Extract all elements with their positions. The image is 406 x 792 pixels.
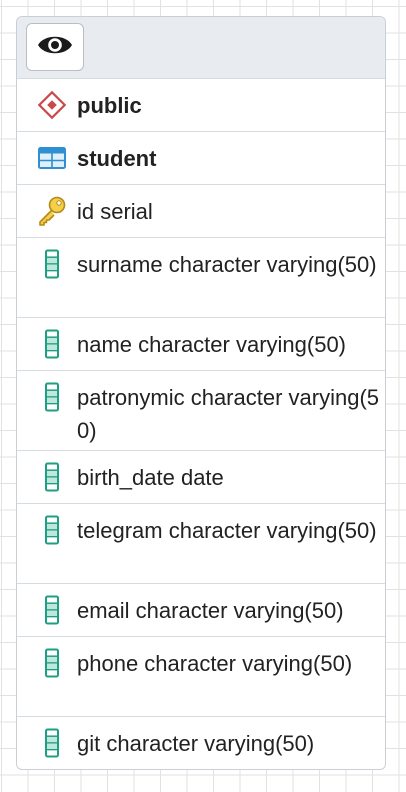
column-row[interactable]: git character varying(50) [17, 717, 385, 770]
column-row[interactable]: patronymic character varying(50) [17, 371, 385, 451]
column-icon [36, 461, 68, 493]
schema-diamond-icon [36, 89, 68, 121]
toggle-visibility-button[interactable] [26, 23, 84, 71]
column-label: telegram character varying(50) [77, 518, 377, 543]
column-icon [36, 514, 68, 546]
node-toolbar [17, 17, 385, 79]
key-icon [36, 195, 68, 227]
column-row[interactable]: telegram character varying(50) [17, 504, 385, 584]
schema-row[interactable]: public [17, 79, 385, 132]
column-label: name character varying(50) [77, 332, 347, 357]
column-row[interactable]: surname character varying(50) [17, 238, 385, 318]
column-label: git character varying(50) [77, 731, 315, 756]
column-label: patronymic character varying(50) [77, 385, 380, 443]
eye-icon [35, 25, 75, 70]
column-row[interactable]: email character varying(50) [17, 584, 385, 637]
column-icon [36, 727, 68, 759]
column-icon [36, 248, 68, 280]
column-icon [36, 594, 68, 626]
table-name: student [77, 146, 157, 171]
column-label: email character varying(50) [77, 598, 344, 623]
column-icon [36, 647, 68, 679]
primary-key-row[interactable]: id serial [17, 185, 385, 238]
column-row[interactable]: phone character varying(50) [17, 637, 385, 717]
column-label: phone character varying(50) [77, 651, 353, 676]
table-icon [36, 142, 68, 174]
column-label: birth_date date [77, 465, 224, 490]
column-icon [36, 328, 68, 360]
primary-key-label: id serial [77, 199, 153, 224]
schema-name: public [77, 93, 142, 118]
table-node[interactable]: public student id serial surname charact… [16, 16, 386, 770]
column-label: surname character varying(50) [77, 252, 377, 277]
column-row[interactable]: name character varying(50) [17, 318, 385, 371]
column-icon [36, 381, 68, 413]
column-row[interactable]: birth_date date [17, 451, 385, 504]
table-name-row[interactable]: student [17, 132, 385, 185]
